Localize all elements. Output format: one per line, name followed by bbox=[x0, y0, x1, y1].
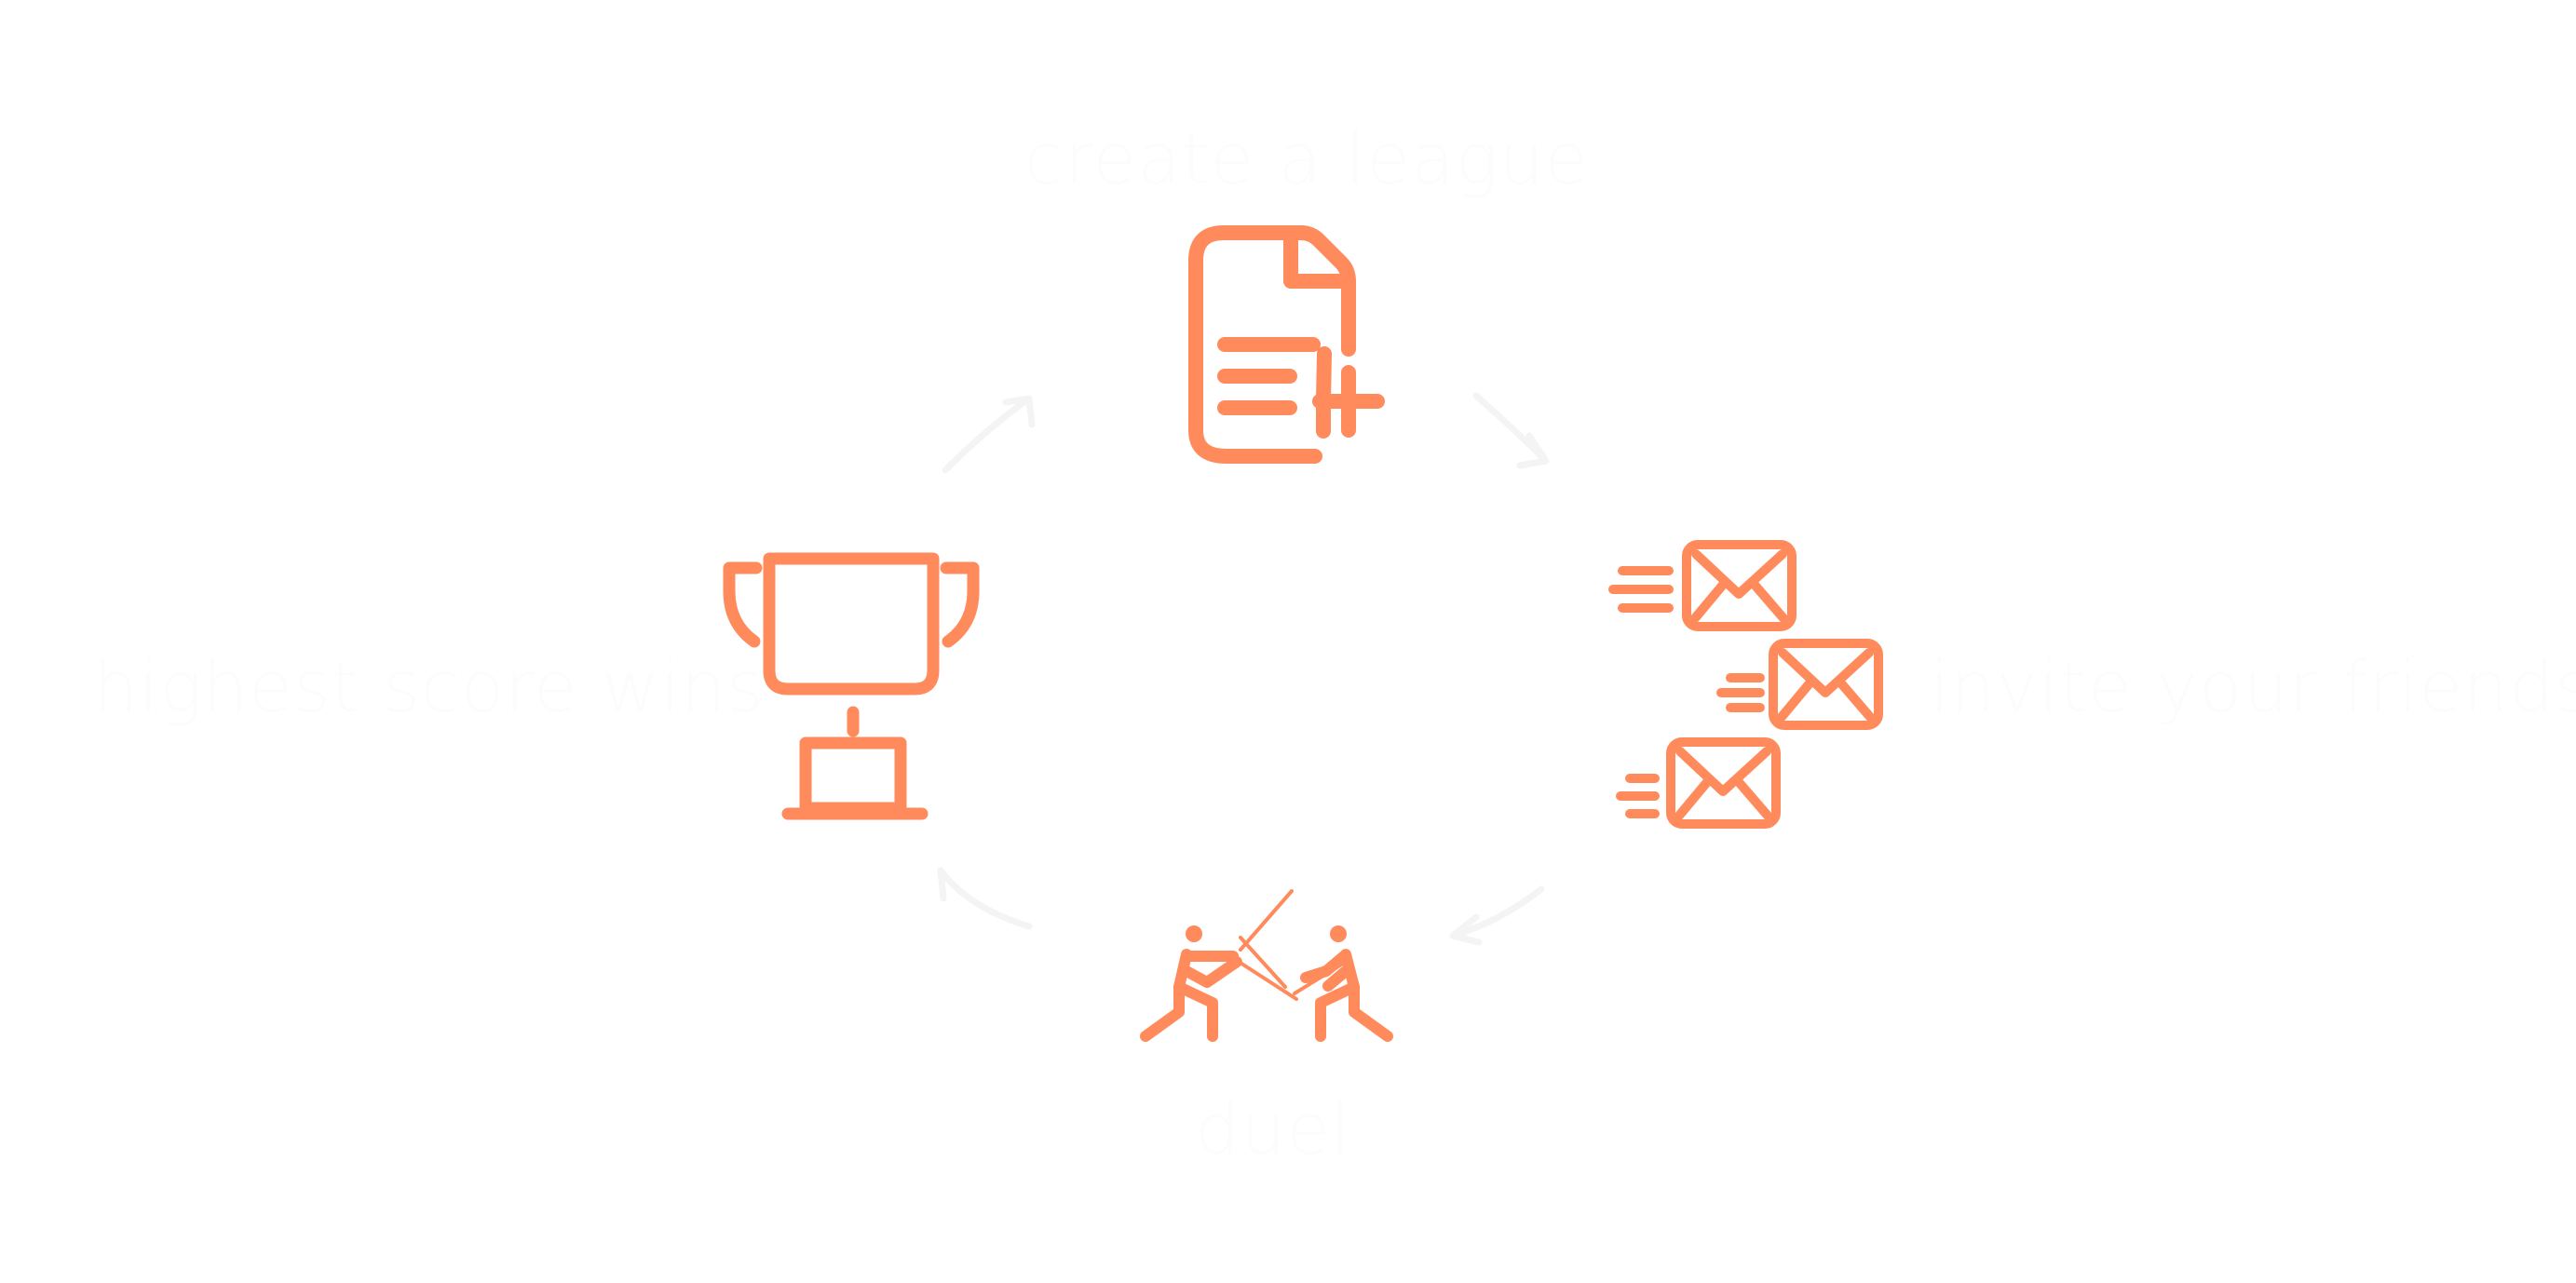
fencing-duel-icon bbox=[1129, 889, 1408, 1075]
envelope-icon bbox=[1616, 737, 1781, 829]
step-label-wins: highest score wins bbox=[93, 645, 765, 728]
arrow-bottom-right bbox=[1449, 885, 1545, 939]
envelopes-icon bbox=[1604, 538, 1892, 836]
envelope-icon bbox=[1608, 540, 1796, 631]
arrow-top-right bbox=[1472, 392, 1550, 465]
trophy-icon bbox=[717, 549, 997, 829]
arrow-top-left bbox=[942, 395, 1033, 474]
step-label-create: create a league bbox=[1024, 117, 1590, 200]
arrow-bottom-left bbox=[937, 867, 1033, 930]
step-label-invite: invite your friends bbox=[1930, 645, 2576, 728]
step-label-duel: duel bbox=[1195, 1087, 1352, 1170]
envelope-icon bbox=[1716, 639, 1883, 730]
document-add-icon bbox=[1175, 223, 1390, 475]
